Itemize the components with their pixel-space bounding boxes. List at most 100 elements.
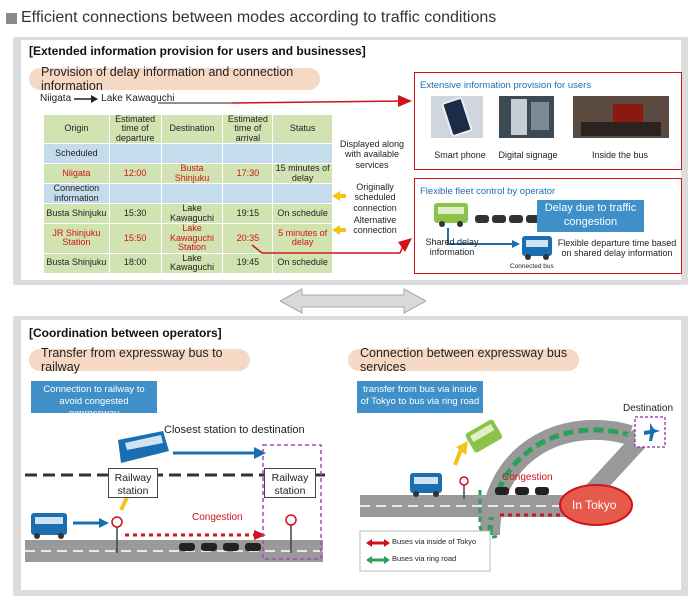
wheel bbox=[525, 254, 531, 260]
wheel bbox=[457, 221, 463, 227]
table-cell: 17:30 bbox=[222, 163, 274, 185]
inside-bus-image bbox=[573, 96, 669, 138]
car-icon bbox=[509, 215, 523, 223]
legend-red-arrowhead-icon bbox=[366, 539, 372, 547]
delay-banner: Delay due to traffic congestion bbox=[537, 200, 644, 232]
table-cell: Busta Shinjuku bbox=[160, 163, 224, 185]
shared-label: Shared delay information bbox=[425, 237, 479, 258]
users-item-label: Digital signage bbox=[498, 150, 558, 160]
col-origin: Origin bbox=[43, 113, 110, 145]
bus-window bbox=[526, 240, 548, 247]
top-pill: Provision of delay information and conne… bbox=[29, 65, 320, 93]
table-cell: 18:00 bbox=[108, 252, 162, 274]
col-status: Status bbox=[272, 113, 333, 145]
car-icon bbox=[201, 543, 217, 551]
table-cell: Niigata bbox=[43, 163, 110, 185]
table-cell: Lake Kawaguchi bbox=[160, 252, 224, 274]
table-cell: 19:45 bbox=[222, 252, 274, 274]
top-arrows bbox=[158, 95, 412, 254]
car-icon bbox=[475, 215, 489, 223]
left-label: Connection to railway to avoid congested… bbox=[31, 381, 157, 419]
legend-box bbox=[359, 530, 491, 572]
route-arrow-icon bbox=[74, 94, 99, 103]
table-header-row: Origin Estimated time of departure Desti… bbox=[43, 113, 333, 145]
wheel bbox=[543, 254, 549, 260]
red-connector bbox=[251, 243, 405, 254]
bus-stop-icon bbox=[285, 514, 297, 526]
table-cell: 15 minutes of delay bbox=[272, 163, 333, 185]
red-arrowhead-icon bbox=[254, 530, 266, 540]
fleet-box-title: Flexible fleet control by operator bbox=[420, 186, 556, 197]
orig-note: Originally scheduled connection bbox=[353, 182, 397, 213]
bus-stop-icon bbox=[111, 516, 123, 528]
signage-panel bbox=[531, 102, 549, 130]
bus-seats bbox=[581, 122, 661, 136]
users-box-title: Extensive information provision for user… bbox=[420, 80, 592, 91]
digital-signage-image bbox=[499, 96, 554, 138]
connection-label-row: Connection information bbox=[43, 183, 333, 205]
car-icon bbox=[179, 543, 195, 551]
timetable: Origin Estimated time of departure Desti… bbox=[43, 113, 333, 274]
col-dep: Estimated time of departure bbox=[108, 113, 162, 145]
green-bus-icon bbox=[465, 419, 503, 453]
legend-green-arrowhead-icon bbox=[366, 556, 372, 564]
fleet-diagram bbox=[434, 203, 552, 260]
table-cell: 15:50 bbox=[108, 223, 162, 254]
bus-window bbox=[414, 477, 438, 484]
bus-stop-icon bbox=[459, 476, 469, 486]
route: Niigata Lake Kawaguchi bbox=[40, 93, 175, 104]
wheel bbox=[58, 533, 64, 539]
blue-arrowhead-icon bbox=[254, 447, 266, 459]
route-from: Niigata bbox=[40, 93, 72, 104]
right-label: transfer from bus via inside of Tokyo to… bbox=[357, 381, 483, 413]
bottom-section-title: [Coordination between operators] bbox=[29, 326, 222, 340]
alt-note: Alternative connection bbox=[353, 215, 397, 236]
scheduled-label: Scheduled bbox=[43, 143, 110, 165]
station2-box: Railway station bbox=[264, 468, 316, 498]
closest-label: Closest station to destination bbox=[164, 424, 305, 436]
right-congestion-label: Congestion bbox=[502, 472, 553, 483]
wheel bbox=[413, 491, 419, 497]
wheel bbox=[439, 221, 445, 227]
connected-label: Connected bus bbox=[510, 263, 554, 270]
heading-square-icon bbox=[6, 12, 17, 24]
double-arrow-icon bbox=[280, 288, 426, 314]
displayed-note: Displayed along with available services bbox=[339, 139, 405, 170]
bus-window bbox=[438, 207, 464, 214]
blue-connector bbox=[447, 228, 514, 245]
legend-item: Buses via inside of Tokyo bbox=[392, 537, 477, 546]
in-tokyo-label: In Tokyo bbox=[572, 498, 617, 512]
car-icon bbox=[492, 215, 506, 223]
red-connector bbox=[231, 100, 403, 104]
left-congestion-label: Congestion bbox=[192, 512, 243, 523]
yellow-arrow-icon bbox=[332, 191, 346, 201]
col-dest: Destination bbox=[160, 113, 224, 145]
destination-label: Destination bbox=[623, 403, 674, 414]
car-icon bbox=[245, 543, 261, 551]
car-icon bbox=[223, 543, 239, 551]
heading-text: Efficient connections between modes acco… bbox=[21, 9, 497, 26]
table-row: Busta Shinjuku 18:00 Lake Kawaguchi 19:4… bbox=[43, 252, 333, 274]
bus-window bbox=[35, 517, 63, 524]
table-cell: Lake Kawaguchi Station bbox=[160, 223, 224, 254]
smartphone-image bbox=[431, 96, 483, 138]
car-icon bbox=[495, 487, 509, 495]
red-arrowhead-icon bbox=[398, 95, 412, 107]
car-icon bbox=[515, 487, 529, 495]
table-cell: 20:35 bbox=[222, 223, 274, 254]
train-icon bbox=[118, 431, 169, 463]
users-item-label: Inside the bus bbox=[591, 150, 649, 160]
page-heading: Efficient connections between modes acco… bbox=[6, 9, 496, 27]
wheel bbox=[34, 533, 40, 539]
signage-panel bbox=[511, 99, 527, 135]
destination-dashed-box bbox=[262, 444, 322, 560]
red-arrowhead-icon bbox=[398, 238, 412, 252]
scheduled-label-row: Scheduled bbox=[43, 143, 333, 165]
users-item-label: Smart phone bbox=[434, 150, 486, 160]
station1-box: Railway station bbox=[108, 468, 158, 498]
yellow-arrowhead-icon bbox=[456, 441, 468, 455]
flexible-label: Flexible departure time based on shared … bbox=[557, 238, 677, 259]
top-section-title: [Extended information provision for user… bbox=[29, 44, 366, 58]
legend-green-arrowhead-icon bbox=[384, 556, 390, 564]
right-diagram bbox=[359, 416, 666, 572]
